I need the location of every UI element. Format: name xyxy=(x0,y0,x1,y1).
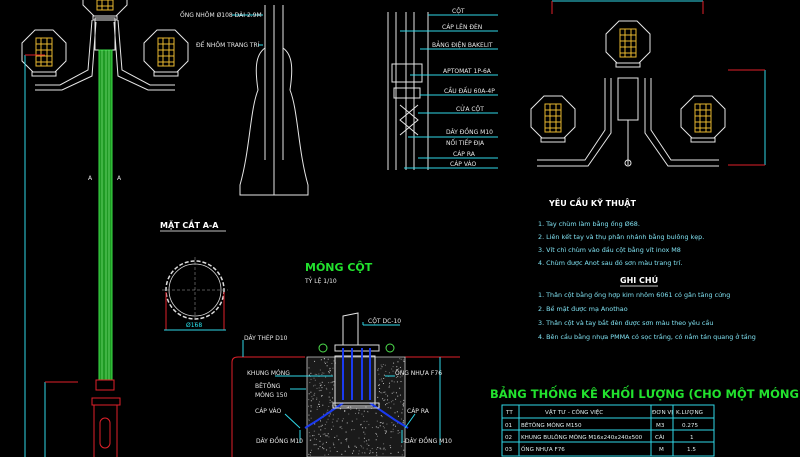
label-cable-in: CÁP VÀO xyxy=(255,408,282,415)
table-header: VẬT TƯ - CÔNG VIỆC xyxy=(545,408,603,416)
label-steel-wire: DÂY THÉP D10 xyxy=(244,334,288,342)
note-item: 3. Thân cột và tay bắt đèn được sơn màu … xyxy=(538,318,713,327)
section-marker-left: A xyxy=(88,175,93,182)
table-cell: 0.275 xyxy=(682,423,698,429)
label-cable-out: CÁP RA xyxy=(407,408,430,415)
cable-label-8: CÁP RA xyxy=(453,151,476,158)
cable-label-9: CÁP VÀO xyxy=(450,161,477,168)
table-cell: ỐNG NHỰA F76 xyxy=(521,445,565,453)
requirement-item: 3. Vít chì chùm vào đầu cột bằng vít ino… xyxy=(538,245,681,254)
base-label: ĐẾ NHÔM TRANG TRÍ xyxy=(196,41,260,49)
cable-label-3: APTOMAT 1P-6A xyxy=(443,68,492,75)
table-title: BẢNG THỐNG KÊ KHỐI LƯỢNG (CHO MỘT MÓNG) xyxy=(490,384,800,401)
requirement-item: 1. Tay chùm làm bằng ống Ø68. xyxy=(538,219,640,228)
table-cell: M xyxy=(659,447,664,453)
requirement-item: 4. Chùm được Anot sau đó sơn màu trang t… xyxy=(538,259,682,267)
table-cell: 01 xyxy=(505,423,513,429)
lamp-left-icon xyxy=(21,29,67,77)
arm-right xyxy=(113,19,175,91)
cable-label-4: CẦU ĐẤU 60A-4P xyxy=(444,87,495,95)
section-a-a: MẶT CẮT A-A Ø168 xyxy=(160,218,228,331)
cable-label-5: CỬA CỘT xyxy=(456,105,484,113)
section-title: MẶT CẮT A-A xyxy=(160,218,219,230)
table-cell: 1.5 xyxy=(687,447,696,453)
table-cell: 03 xyxy=(505,447,513,453)
foundation-detail: MÓNG CỘT TỶ LỆ 1/10 CỘT DC-10 DÂY THÉP D… xyxy=(231,261,460,457)
label-pole-dc10: CỘT DC-10 xyxy=(368,318,401,325)
quantity-table: BẢNG THỐNG KÊ KHỐI LƯỢNG (CHO MỘT MÓNG) … xyxy=(490,384,800,457)
note-item: 4. Bên cầu bằng nhựa PMMA có sọc trắng, … xyxy=(538,332,756,341)
cable-label-1: CÁP LÊN ĐÈN xyxy=(442,23,482,31)
section-diameter: Ø168 xyxy=(186,322,202,329)
foundation-title: MÓNG CỘT xyxy=(305,261,373,274)
table-header: ĐƠN VỊ xyxy=(652,410,673,416)
lamp-right-icon xyxy=(143,29,189,77)
label-frame: KHUNG MÓNG xyxy=(247,370,290,377)
table-cell: 02 xyxy=(505,435,512,441)
pole-tube-detail: ỐNG NHÔM Ø108 DÀI 2.9M ĐẾ NHÔM TRANG TRÍ xyxy=(180,5,309,196)
pole-base xyxy=(91,379,121,457)
table-cell: KHUNG BULÔNG MÓNG M16x240x240x500 xyxy=(521,434,643,441)
tube-label: ỐNG NHÔM Ø108 DÀI 2.9M xyxy=(180,11,262,19)
label-pipe: ỐNG NHỰA F76 xyxy=(395,369,442,377)
note-item: 1. Thân cột bằng ống hợp kim nhôm 6061 c… xyxy=(538,290,730,299)
pole-elevation: A A xyxy=(21,0,189,457)
notes-title: GHI CHÚ xyxy=(620,274,658,285)
foundation-scale: TỶ LỆ 1/10 xyxy=(304,277,337,285)
pole-shaft xyxy=(98,49,113,381)
cable-detail: CỘT CÁP LÊN ĐÈN BẢNG ĐIỆN BAKELIT APTOMA… xyxy=(387,8,498,170)
label-concrete-grade: MÓNG 150 xyxy=(255,392,288,399)
label-copper-right: DÂY ĐỒNG M10 xyxy=(405,436,452,445)
table-cell: CÁI xyxy=(655,434,665,441)
requirement-item: 2. Liên kết tay và thụ phân nhánh bằng b… xyxy=(538,232,704,241)
table-header: TT xyxy=(505,410,513,416)
arm-left xyxy=(35,19,97,91)
cable-label-2: BẢNG ĐIỆN BAKELIT xyxy=(432,41,493,49)
requirements-block: YÊU CẦU KỸ THUẬT 1. Tay chùm làm bằng ốn… xyxy=(538,196,756,341)
requirements-title: YÊU CẦU KỸ THUẬT xyxy=(548,196,637,208)
table-cell: M3 xyxy=(656,423,665,429)
cable-label-0: CỘT xyxy=(452,8,465,15)
table-cell: 1 xyxy=(690,435,694,441)
note-item: 2. Bề mặt được mạ Anothao xyxy=(538,305,628,313)
cable-label-7: NỐI TIẾP ĐỊA xyxy=(446,139,485,147)
lamp-top-icon xyxy=(82,0,128,21)
table-cell: BÊTÔNG MÓNG M150 xyxy=(521,421,582,429)
section-marker-right: A xyxy=(117,175,122,182)
lamp-cluster-detail xyxy=(530,0,766,167)
label-concrete: BÊTÔNG xyxy=(255,382,281,390)
table-header: K.LƯỢNG xyxy=(676,410,703,416)
label-copper-left: DÂY ĐỒNG M10 xyxy=(256,436,303,445)
cable-label-6: DÂY ĐỒNG M10 xyxy=(446,127,493,136)
